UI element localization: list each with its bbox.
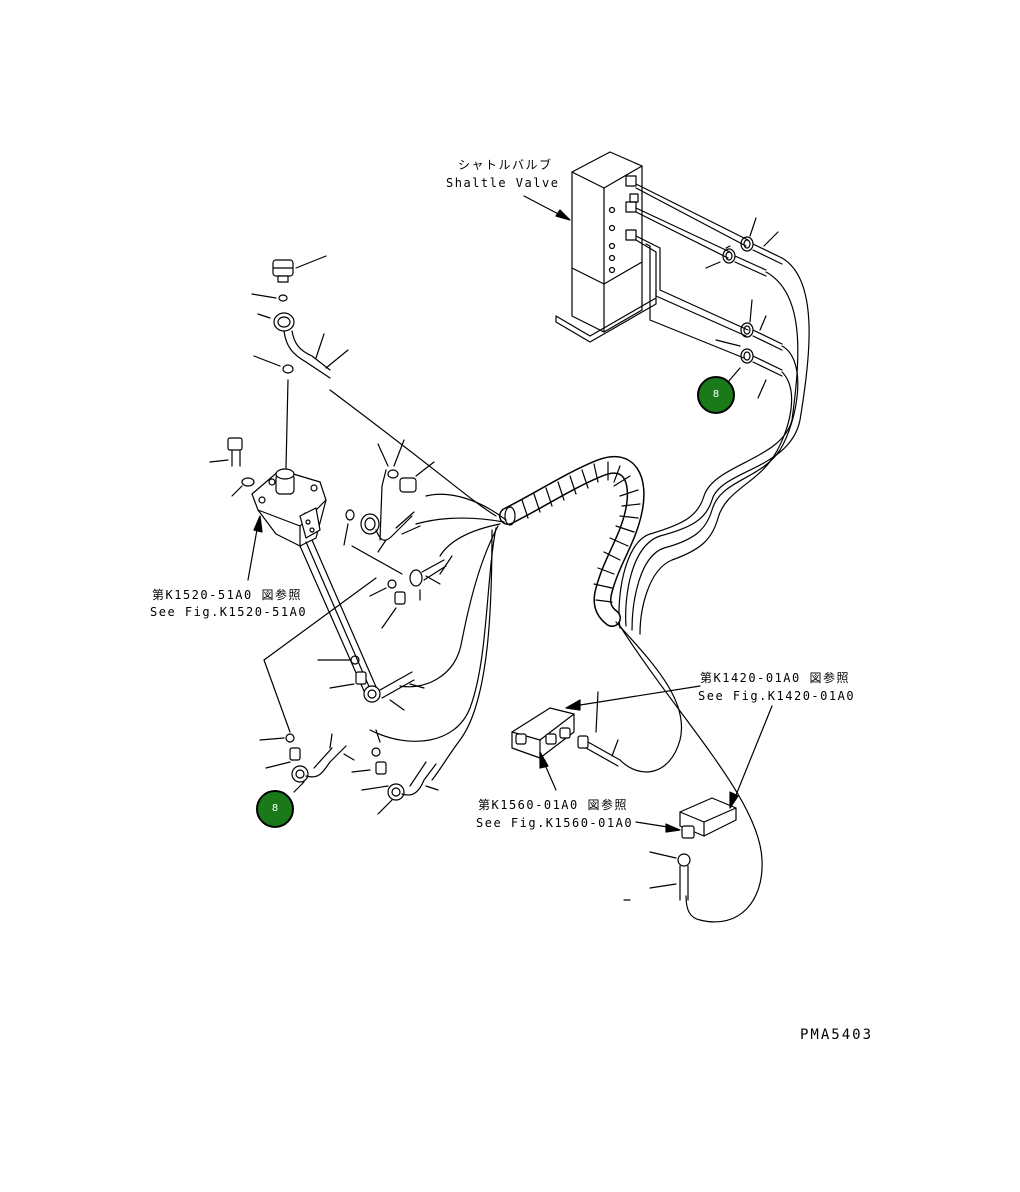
reference-arrows — [247, 195, 773, 833]
ref-fig-k1520-en: See Fig.K1520-51A0 — [150, 605, 308, 619]
callout-badge-lower[interactable]: 8 — [256, 790, 294, 828]
lower-hoses — [615, 621, 763, 923]
valve-block-k1560 — [511, 691, 621, 767]
valve-block-k1420 — [623, 797, 737, 901]
ppc-leader-lines — [263, 439, 405, 733]
ppc-valve — [251, 379, 327, 547]
shuttle-valve-label-jp: シャトルバルブ — [458, 158, 553, 172]
ref-fig-k1420-en: See Fig.K1420-01A0 — [698, 689, 856, 703]
left-hose-bundle — [329, 389, 507, 781]
shuttle-valve-pipes — [635, 183, 749, 359]
shuttle-valve-label-en: Shaltle Valve — [446, 176, 560, 190]
badge-leader-lines — [293, 367, 741, 793]
ppc-long-pipe — [299, 539, 381, 701]
lower-fittings — [259, 655, 439, 815]
shuttle-valve — [555, 151, 657, 343]
drawing-code: PMA5403 — [800, 1027, 874, 1043]
ref-fig-k1560-jp: 第K1560-01A0 図参照 — [478, 798, 628, 812]
right-fittings — [705, 217, 783, 399]
middle-fittings — [343, 461, 453, 629]
right-hoses — [618, 257, 810, 635]
top-fitting-stack — [251, 255, 349, 379]
ref-fig-k1420-jp: 第K1420-01A0 図参照 — [700, 671, 850, 685]
spiral-wrap-bundle — [499, 455, 645, 627]
bolt-and-washer — [209, 437, 255, 497]
ref-fig-k1560-en: See Fig.K1560-01A0 — [476, 816, 634, 830]
ref-fig-k1520-jp: 第K1520-51A0 図参照 — [152, 588, 302, 602]
callout-badge-upper[interactable]: 8 — [697, 376, 735, 414]
